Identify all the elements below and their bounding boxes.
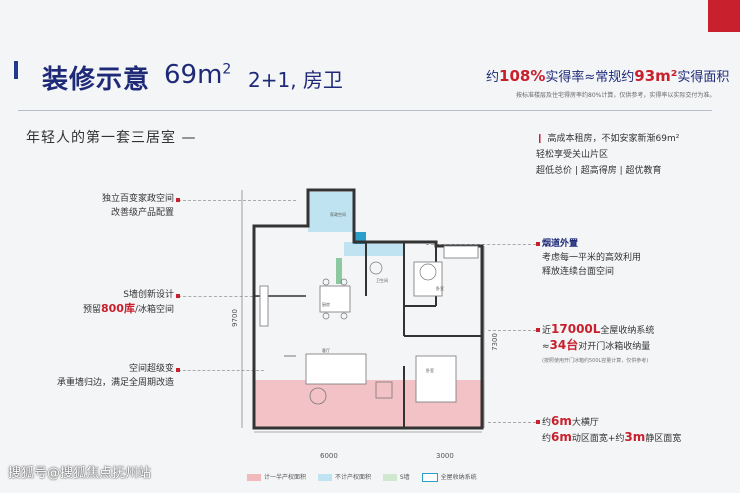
callout-flex-space: 空间超级变 承重墙归边，满足全周期改造 [56,364,174,388]
dim-bottom-left: 6000 [320,452,338,460]
legend-swatch-none [317,474,332,481]
feature-1: ❙高成本租房，不如安家新渐69m² [536,134,680,144]
outer-wall [252,188,484,430]
fine-print: 按标准楼层及住宅得房率约80%计算，仅供参考，实得率以实际交付为准。 [516,92,716,99]
layout-type: 2+1, 房卫 [248,68,343,92]
legend-swatch-half [247,474,261,481]
legend-swatch-s-wall [382,474,397,481]
rate-text: 约108%实得率≈常规约93m²实得面积 [486,67,730,85]
leader-dot [176,294,180,298]
svg-text:卧室: 卧室 [436,285,444,291]
leader-dot [536,328,540,332]
svg-text:卫生间: 卫生间 [376,277,388,283]
non-area-zone [308,192,354,232]
corner-accent [708,0,740,32]
feature-3: 超低总价 | 超高得房 | 超优教育 [536,166,662,176]
page-title: 装修示意 [42,65,151,95]
dim-left: 9700 [230,309,239,327]
title-marker [14,61,18,79]
leader-line [488,422,536,423]
legend-swatch-storage [421,473,438,482]
leader-dot [176,198,180,202]
slogan: 年轻人的第一套三居室 — [26,130,197,146]
leader-dot [536,420,540,424]
top-features: ❙高成本租房，不如安家新渐69m² 轻松享受关山片区 超低总价 | 超高得房 |… [536,131,679,179]
leader-line [178,296,258,297]
dim-bottom-right: 3000 [436,452,454,460]
callout-flue: 烟道外置 考虑每一平米的高效利用 释放连续台面空间 [542,239,642,277]
non-area-zone [344,242,404,256]
feature-2: 轻松享受关山片区 [536,150,609,160]
floor-plan: 家政空间 卫生间 厨房 客厅 卧室 卧室 [241,188,485,433]
svg-text:卧室: 卧室 [426,367,434,373]
divider [18,110,712,111]
leader-dot [176,368,180,372]
callout-storage: 近17000L全屋收纳系统 ≈34台对开门冰箱收纳量 (按照使用开门冰箱约500… [542,322,655,364]
watermark: 搜狐号@搜狐焦点抚州站 [8,466,152,481]
callout-s-wall: S墙创新设计 预留800库/冰箱空间 [82,290,174,315]
leader-line [488,330,536,331]
leader-dot [536,242,540,246]
area-value: 69m2 [164,60,232,90]
legend: 计一半产权面积 不计产权面积 S墙 全屋收纳系统 [247,472,477,482]
s-wall [336,258,342,284]
callout-living-hall: 约6m大横厅 约6m动区面宽+约3m静区面宽 [542,414,682,444]
svg-text:客厅: 客厅 [322,347,330,353]
dim-right: 7300 [490,333,499,351]
leader-line [178,370,264,371]
svg-text:家政空间: 家政空间 [330,211,346,217]
leader-line [178,200,296,201]
callout-housekeeping: 独立百变家政空间 改善级产品配置 [101,194,174,218]
svg-text:厨房: 厨房 [322,301,330,307]
